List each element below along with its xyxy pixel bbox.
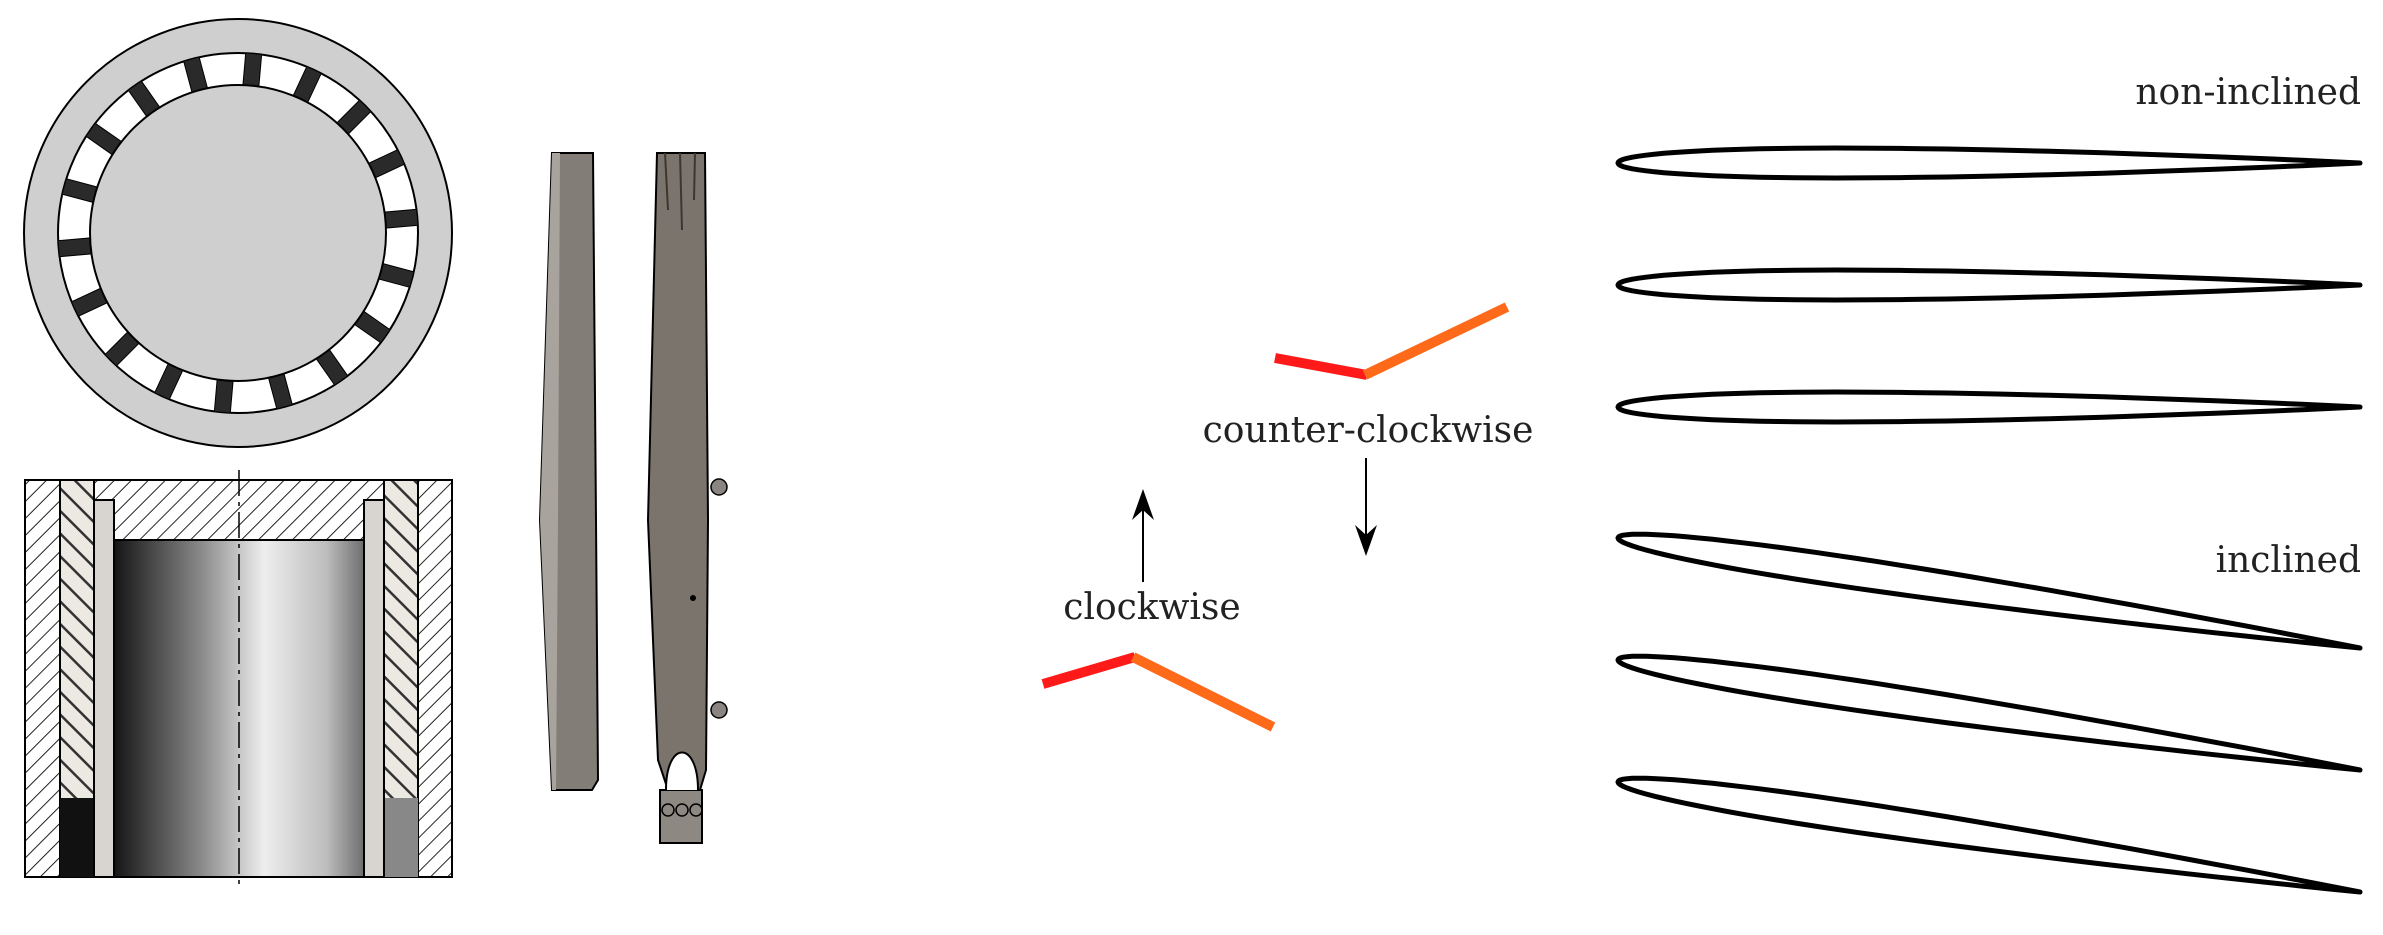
- rotor-direction-diagram: counter-clockwise clockwise: [1041, 302, 1534, 732]
- label-counter-clockwise: counter-clockwise: [1203, 410, 1534, 451]
- airfoil-panel: non-inclined inclined: [1615, 72, 2363, 895]
- bearing-cross-section: [24, 470, 453, 885]
- label-clockwise: clockwise: [1063, 587, 1240, 628]
- blade-pin-lower: [710, 701, 728, 719]
- bearing-roller: [213, 379, 234, 414]
- arrow-up: [1132, 489, 1154, 582]
- cylinder-wall-right: [363, 499, 385, 878]
- label-non-inclined: non-inclined: [2135, 72, 2361, 113]
- bore-dark-right: [384, 798, 418, 877]
- counter-clockwise-blade: [1274, 302, 1510, 380]
- airfoil-outline: [1615, 267, 2363, 303]
- bearing-roller: [242, 52, 263, 87]
- bearing-roller: [57, 237, 92, 258]
- airfoils-inclined: [1615, 531, 2363, 895]
- airfoil-outline: [1615, 145, 2363, 181]
- airfoils-non-inclined: [1615, 145, 2363, 425]
- arrow-down: [1355, 458, 1377, 556]
- blade-pin-upper: [710, 478, 728, 496]
- bearing-top-view: [23, 18, 453, 448]
- blade-hole: [690, 595, 696, 601]
- airfoil-outline: [1615, 653, 2363, 773]
- cylinder-wall-left: [93, 499, 115, 878]
- airfoil-outline: [1615, 389, 2363, 425]
- airfoil-outline: [1615, 531, 2363, 651]
- label-inclined: inclined: [2216, 540, 2361, 581]
- airfoil-outline: [1615, 775, 2363, 895]
- bore-dark-left: [60, 798, 94, 877]
- clockwise-blade: [1041, 652, 1276, 732]
- blade-thick: [646, 152, 710, 791]
- blade-side-view: [538, 152, 728, 844]
- bearing-rollers: [57, 52, 419, 414]
- bearing-inner-ring: [89, 84, 387, 382]
- bearing-roller: [384, 208, 419, 229]
